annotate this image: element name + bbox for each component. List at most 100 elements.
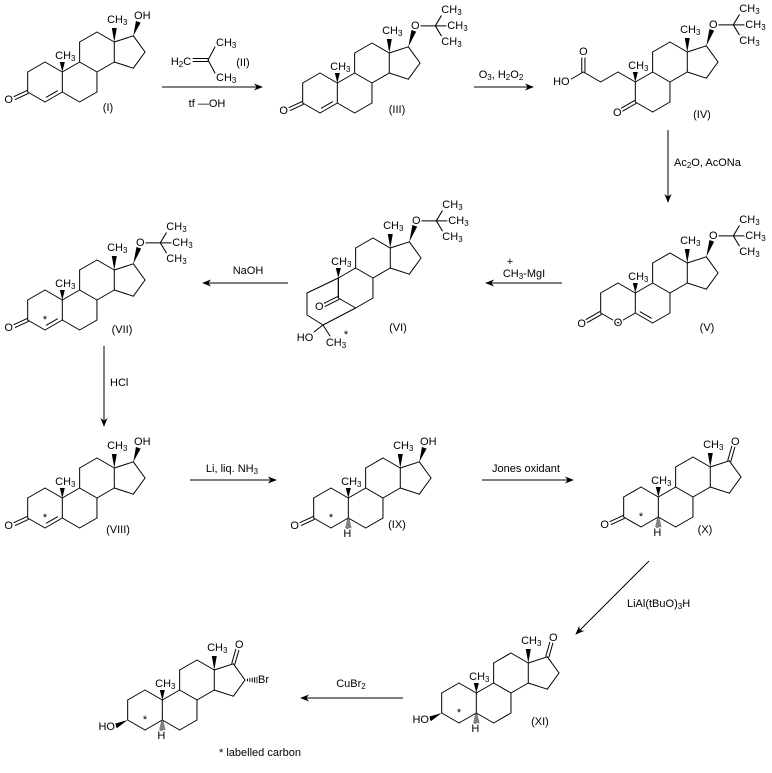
ether-oxygen: O — [411, 20, 420, 32]
bond — [27, 319, 46, 331]
labelled-carbon-star: * — [143, 714, 148, 726]
bond — [44, 517, 63, 529]
bond — [652, 101, 671, 113]
bond — [692, 456, 711, 468]
wedge-bond — [335, 268, 341, 278]
bond — [354, 42, 373, 54]
wedge-bond — [706, 29, 715, 46]
bond — [232, 663, 246, 681]
bond — [617, 282, 636, 294]
double-bond — [610, 517, 625, 525]
arrow-X-to-XI — [575, 560, 650, 635]
wedge-bond — [334, 73, 340, 83]
bond — [132, 279, 146, 297]
tbu-methyl-label: CH3 — [172, 237, 193, 250]
tbu-methyl-label: CH3 — [441, 36, 462, 49]
tbu-methyl-label: CH3 — [739, 214, 760, 227]
bond — [634, 282, 654, 294]
bond — [399, 487, 420, 495]
bond — [389, 267, 410, 275]
bond — [144, 719, 163, 731]
tbu-methyl-label: CH3 — [448, 215, 469, 228]
compound-label-VII: (VII) — [112, 324, 133, 336]
bond — [179, 689, 198, 701]
bond — [365, 487, 384, 499]
bond — [27, 91, 46, 103]
reagent-label-II: (II) — [236, 57, 249, 69]
reagent-isobutylene: H2C CH3 CH3 (II) — [171, 37, 250, 85]
bond — [407, 46, 421, 64]
bond — [475, 682, 495, 694]
bond — [732, 24, 740, 36]
c5-alpha-hydrogen: H — [471, 723, 479, 735]
labelled-carbon-star: * — [344, 329, 349, 341]
bond — [527, 682, 548, 690]
bond — [79, 319, 98, 331]
bond — [382, 487, 401, 499]
bond — [623, 516, 642, 528]
bond — [27, 487, 46, 499]
bond — [732, 14, 740, 26]
acid-hydroxyl-label: HO — [553, 76, 570, 88]
bond — [213, 663, 234, 671]
bond — [79, 457, 98, 469]
double-bond — [621, 102, 637, 112]
c19-methyl-label: CH3 — [55, 50, 76, 63]
wedge-bond — [133, 247, 142, 264]
c3-ketone-oxygen: O — [600, 519, 609, 531]
bond — [652, 252, 671, 264]
c3-ketone-oxygen: O — [290, 520, 299, 532]
bond — [313, 324, 324, 333]
tbu-methyl-label: CH3 — [739, 246, 760, 259]
bond — [44, 487, 63, 499]
isobutylene-h2c: H2C — [171, 56, 191, 69]
c19-methyl-label: CH3 — [155, 678, 176, 691]
reagent-acetylation: Ac2O, AcONa — [674, 157, 742, 170]
bond — [686, 256, 707, 264]
bond — [475, 712, 495, 724]
reagent-triflic-acid: tf —OH — [189, 98, 226, 110]
bond — [330, 487, 349, 499]
bond — [634, 312, 654, 324]
tbu-methyl-label: CH3 — [447, 20, 468, 33]
labelled-carbon-star: * — [329, 512, 334, 524]
bond — [302, 102, 321, 114]
bond — [705, 256, 719, 274]
bond — [652, 312, 671, 324]
bond — [686, 71, 707, 79]
bond — [570, 71, 584, 80]
bond — [27, 517, 46, 529]
bond — [441, 682, 460, 694]
bond — [306, 277, 339, 294]
ketone-oxygen: O — [315, 301, 324, 313]
double-bond — [727, 445, 733, 461]
bond — [728, 460, 742, 478]
bond — [79, 31, 98, 43]
wedge-bond — [632, 72, 638, 82]
tbu-methyl-label: CH3 — [442, 199, 463, 212]
bond — [355, 267, 374, 279]
lactone-carbonyl-oxygen: O — [577, 318, 586, 330]
c3-hydroxyl-label: HO — [98, 721, 115, 733]
bond — [27, 289, 46, 301]
wedge-bond — [397, 454, 403, 468]
c5-alpha-hydrogen: H — [157, 730, 165, 742]
tbu-methyl-label: CH3 — [166, 221, 187, 234]
wedge-bond — [111, 256, 117, 270]
bond — [675, 486, 694, 498]
tbu-methyl-label: CH3 — [442, 231, 463, 244]
double-bond — [13, 90, 28, 98]
lactone-ring-oxygen: O — [614, 317, 623, 329]
double-bond — [14, 518, 29, 526]
c17-hydroxyl-label: OH — [134, 10, 151, 22]
c19-methyl-label: CH3 — [628, 60, 649, 73]
wedge-bond — [706, 240, 715, 257]
c18-methyl-label: CH3 — [703, 439, 724, 452]
